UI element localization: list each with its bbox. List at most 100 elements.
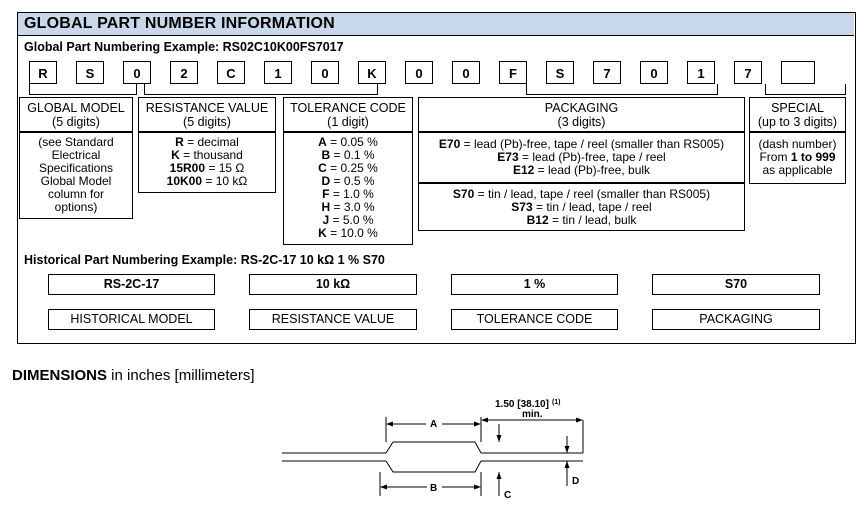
tolerance-code: D (321, 174, 331, 188)
resistance-desc: = decimal (183, 135, 239, 149)
dim-label-d: D (572, 476, 579, 487)
lead-length-label: 1.50 [38.10](1) (495, 399, 561, 410)
bracket-tick (765, 84, 766, 95)
resistance-header: RESISTANCE VALUE (5 digits) (138, 97, 276, 132)
lead-length-note: (1) (552, 399, 561, 406)
packaging-desc: = tin / lead, tape / reel (smaller than … (474, 187, 711, 201)
code-char-box: 7 (734, 61, 762, 84)
tolerance-row: K = 10.0 % (284, 227, 412, 240)
bracket-global (29, 94, 136, 95)
resistance-desc: = thousand (179, 148, 243, 162)
packaging-code: E70 (438, 137, 461, 151)
packaging-header: PACKAGING (3 digits) (418, 97, 745, 132)
historical-example: Historical Part Numbering Example: RS-2C… (24, 253, 385, 267)
tolerance-header: TOLERANCE CODE (1 digit) (283, 97, 413, 132)
code-char-box: F (499, 61, 527, 84)
resistance-row: K = thousand (139, 149, 275, 162)
packaging-row: S70 = tin / lead, tape / reel (smaller t… (419, 188, 744, 201)
tolerance-desc: = 0.1 % (330, 148, 375, 162)
resistance-code: 15R00 (169, 161, 206, 175)
bracket-tick (717, 84, 718, 95)
packaging-row: B12 = tin / lead, bulk (419, 214, 744, 227)
section-title: GLOBAL PART NUMBER INFORMATION (24, 15, 335, 32)
bracket-tick (144, 84, 145, 95)
section-header (18, 13, 854, 35)
header-divider (18, 35, 854, 36)
packaging-code: B12 (526, 213, 549, 227)
tolerance-desc: = 1.0 % (329, 187, 374, 201)
packaging-desc: = lead (Pb)-free, tape / reel (518, 150, 666, 164)
special-body: (dash number) From 1 to 999 as applicabl… (749, 132, 846, 184)
resistor-drawing: A B C D 1.50 [38.10](1) min. (282, 399, 584, 501)
global-model-line: Global Model (40, 174, 112, 188)
packaging-desc: = tin / lead, bulk (548, 213, 637, 227)
packaging-code: S70 (452, 187, 475, 201)
global-model-title: GLOBAL MODEL (27, 101, 125, 115)
code-char-box: S (76, 61, 104, 84)
packaging-desc: = tin / lead, tape / reel (532, 200, 652, 214)
historical-value: 10 kΩ (249, 274, 417, 295)
code-char-box: 7 (593, 61, 621, 84)
code-char-box: 1 (687, 61, 715, 84)
dimensions-title: DIMENSIONS in inches [millimeters] (12, 367, 255, 384)
tolerance-desc: = 0.05 % (326, 135, 378, 149)
part-number-panel (17, 12, 856, 344)
global-model-header: GLOBAL MODEL (5 digits) (19, 97, 133, 132)
tolerance-code: A (318, 135, 327, 149)
historical-value: RS-2C-17 (48, 274, 215, 295)
bracket-tick (29, 84, 30, 95)
historical-label: RESISTANCE VALUE (249, 309, 417, 330)
resistance-desc: = 15 Ω (205, 161, 245, 175)
global-model-sub: (5 digits) (52, 115, 100, 129)
lead-length-value: 1.50 [38.10] (495, 399, 549, 410)
code-char-box: R (29, 61, 57, 84)
dim-label-b: B (430, 483, 437, 494)
tolerance-code: J (322, 213, 330, 227)
tolerance-sub: (1 digit) (327, 115, 369, 129)
bracket-tick (845, 84, 846, 95)
tolerance-body: A = 0.05 % B = 0.1 % C = 0.25 % D = 0.5 … (283, 132, 413, 245)
code-char-box: 0 (311, 61, 339, 84)
tolerance-row: J = 5.0 % (284, 214, 412, 227)
special-line: as applicable (762, 163, 833, 177)
global-model-line: column for (47, 187, 105, 201)
tolerance-row: C = 0.25 % (284, 162, 412, 175)
bracket-tick (136, 84, 137, 95)
tolerance-desc: = 0.25 % (326, 161, 378, 175)
tolerance-desc: = 10.0 % (326, 226, 378, 240)
packaging-code: E73 (497, 150, 519, 164)
dimensions-title-rest: in inches [millimeters] (107, 367, 255, 384)
dimensions-title-bold: DIMENSIONS (12, 367, 108, 384)
bracket-tick (526, 84, 527, 95)
tolerance-desc: = 3.0 % (330, 200, 375, 214)
resistance-title: RESISTANCE VALUE (145, 101, 269, 115)
code-char-box (781, 61, 815, 84)
tolerance-code: K (318, 226, 327, 240)
packaging-code: E12 (512, 163, 535, 177)
bracket-resistance (144, 94, 377, 95)
packaging-row: E12 = lead (Pb)-free, bulk (419, 164, 744, 177)
resistance-row: 10K00 = 10 kΩ (139, 175, 275, 188)
packaging-code: S73 (511, 200, 533, 214)
tolerance-code: B (321, 148, 331, 162)
code-char-box: S (546, 61, 574, 84)
bracket-special (765, 94, 845, 95)
tolerance-desc: = 5.0 % (329, 213, 374, 227)
global-model-line: options) (54, 200, 98, 214)
historical-value: 1 % (451, 274, 618, 295)
dim-label-a: A (430, 419, 437, 430)
resistance-code: R (175, 135, 184, 149)
packaging-row: S73 = tin / lead, tape / reel (419, 201, 744, 214)
packaging-desc: = lead (Pb)-free, bulk (534, 163, 651, 177)
resistance-row: 15R00 = 15 Ω (139, 162, 275, 175)
tolerance-code: F (322, 187, 330, 201)
historical-value: S70 (652, 274, 820, 295)
special-line: From 1 to 999 (750, 151, 845, 164)
global-model-line: (see Standard (38, 135, 114, 149)
special-sub: (up to 3 digits) (757, 115, 838, 129)
packaging-row: E73 = lead (Pb)-free, tape / reel (419, 151, 744, 164)
resistance-sub: (5 digits) (183, 115, 231, 129)
code-char-box: 0 (123, 61, 151, 84)
historical-label: TOLERANCE CODE (451, 309, 618, 330)
special-header: SPECIAL (up to 3 digits) (749, 97, 846, 132)
